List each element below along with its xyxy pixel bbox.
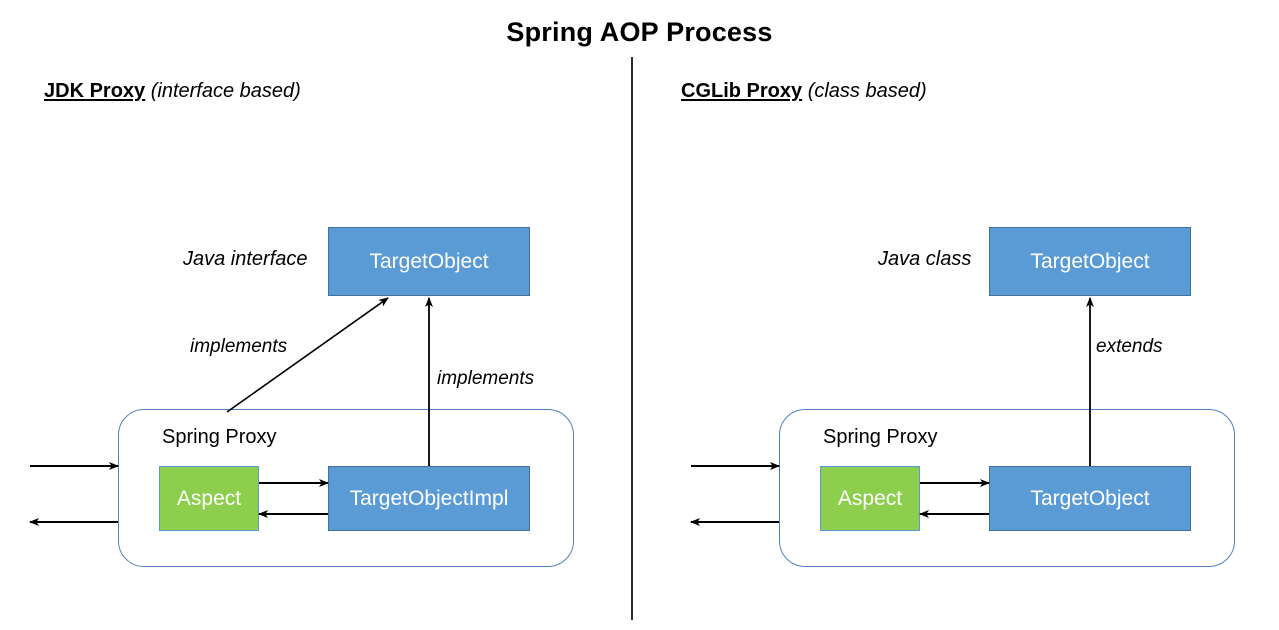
cglib-target-object-node-inner[interactable]: TargetObject (989, 466, 1191, 531)
jdk-implements-diagonal-label: implements (190, 336, 288, 357)
jdk-aspect-node[interactable]: Aspect (159, 466, 259, 531)
cglib-target-object-node[interactable]: TargetObject (989, 227, 1191, 296)
cglib-spring-proxy-label: Spring Proxy (823, 426, 938, 448)
cglib-aspect-node[interactable]: Aspect (820, 466, 920, 531)
cglib-proxy-heading: CGLib Proxy (class based) (681, 80, 927, 103)
jdk-proxy-heading: JDK Proxy (interface based) (44, 80, 301, 103)
jdk-target-object-label: TargetObject (369, 249, 489, 273)
jdk-target-object-impl-label: TargetObjectImpl (349, 486, 509, 510)
cglib-extends-label: extends (1096, 336, 1163, 357)
java-class-label: Java class (878, 248, 972, 270)
cglib-aspect-label: Aspect (837, 486, 903, 510)
cglib-proxy-heading-sub: (class based) (807, 80, 927, 102)
jdk-proxy-heading-strong: JDK Proxy (44, 80, 146, 102)
java-interface-label: Java interface (183, 248, 308, 270)
jdk-target-object-node[interactable]: TargetObject (328, 227, 530, 296)
page-title: Spring AOP Process (506, 17, 773, 47)
jdk-aspect-label: Aspect (176, 486, 242, 510)
jdk-spring-proxy-label: Spring Proxy (162, 426, 277, 448)
cglib-target-object-inner-label: TargetObject (1030, 486, 1150, 510)
cglib-target-object-label: TargetObject (1030, 249, 1150, 273)
vertical-divider (631, 57, 633, 620)
jdk-proxy-heading-sub: (interface based) (150, 80, 301, 102)
cglib-proxy-heading-strong: CGLib Proxy (681, 80, 803, 102)
jdk-target-object-impl-node[interactable]: TargetObjectImpl (328, 466, 530, 531)
jdk-implements-vertical-label: implements (437, 368, 535, 389)
